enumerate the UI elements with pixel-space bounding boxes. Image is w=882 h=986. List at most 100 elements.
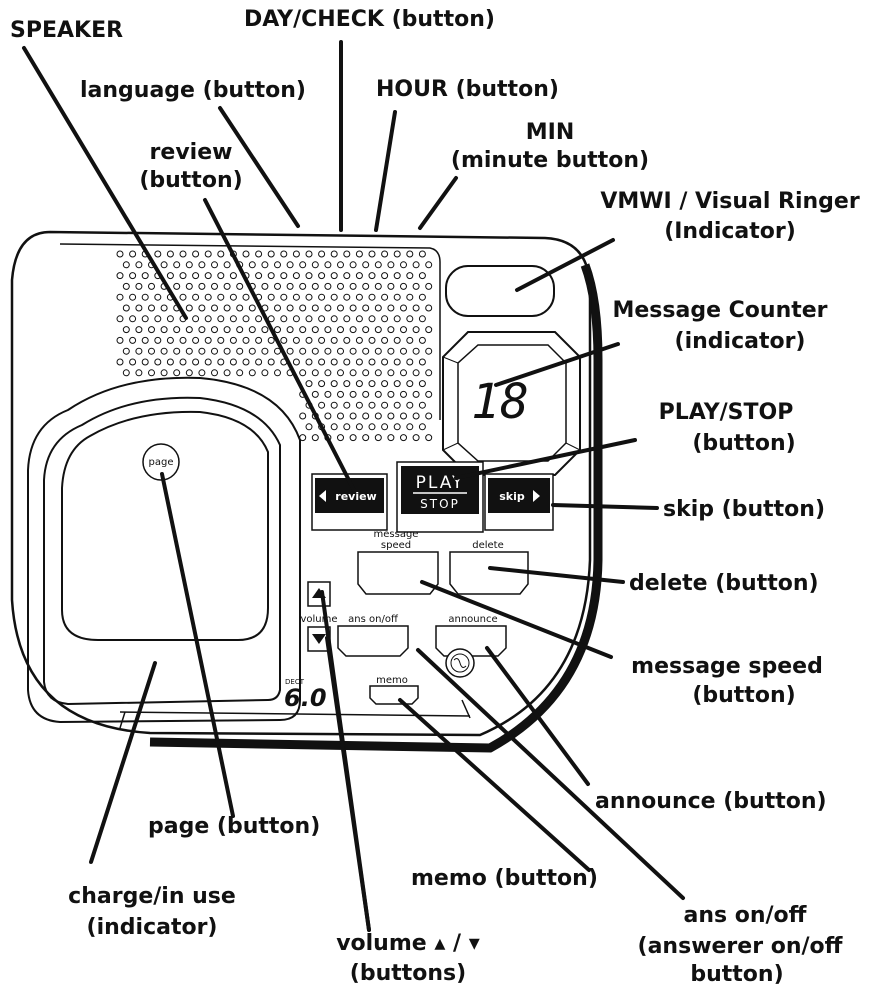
message-counter: 18 [442, 331, 581, 476]
speaker-hole [343, 336, 351, 344]
speaker-hole [337, 304, 344, 312]
speaker-hole [242, 315, 250, 323]
skip-button[interactable]: skip [484, 473, 554, 531]
page-button[interactable]: page [142, 443, 180, 481]
speaker-hole [337, 412, 344, 420]
speaker-hole [242, 336, 250, 344]
speaker-hole [185, 304, 193, 312]
speaker-hole [198, 261, 206, 269]
speaker-hole [135, 304, 143, 312]
speaker-hole [299, 304, 307, 312]
speaker-hole [185, 347, 193, 355]
speaker-hole [204, 315, 212, 323]
speaker-hole [217, 293, 225, 301]
speaker-hole [349, 434, 357, 442]
speaker-hole [305, 423, 313, 431]
speaker-hole [192, 358, 200, 366]
speaker-hole [192, 336, 200, 344]
speaker-hole [400, 261, 407, 269]
speaker-hole [148, 326, 155, 334]
speaker-hole [425, 282, 433, 290]
speaker-hole [400, 412, 407, 420]
rewind-icon [319, 490, 326, 502]
speaker-hole [400, 434, 407, 442]
speaker-hole [160, 326, 168, 334]
announce-button[interactable] [435, 625, 507, 657]
speaker-hole [299, 369, 307, 377]
ans-onoff-button[interactable] [337, 625, 409, 657]
ans-onoff-label-3: button) [690, 962, 783, 986]
speaker-hole [274, 326, 281, 334]
speaker-hole [324, 390, 332, 398]
speaker-hole [292, 358, 300, 366]
speaker-hole [211, 304, 218, 312]
review-button[interactable]: review [311, 473, 388, 531]
ans-onoff-label-2: (answerer on/off [638, 934, 844, 959]
speaker-hole [229, 336, 237, 344]
speaker-hole [368, 336, 376, 344]
speaker-hole [355, 358, 363, 366]
speaker-hole [400, 369, 407, 377]
speaker-hole [292, 272, 300, 280]
speaker-hole [274, 369, 281, 377]
speaker-hole [330, 250, 338, 258]
speaker-hole [135, 326, 143, 334]
speaker-hole [368, 358, 376, 366]
speaker-hole [406, 423, 414, 431]
speaker-hole [305, 380, 313, 388]
delete-button[interactable] [449, 551, 529, 595]
speaker-hole [368, 293, 376, 301]
speaker-hole [192, 272, 200, 280]
speaker-hole [368, 250, 376, 258]
speaker-hole [330, 401, 338, 409]
speaker-hole [242, 293, 250, 301]
leader-lines [22, 40, 685, 932]
speaker-hole [412, 434, 420, 442]
speaker-hole [318, 315, 326, 323]
speaker-hole [393, 250, 401, 258]
speaker-hole [330, 336, 338, 344]
speaker-hole [192, 250, 200, 258]
speaker-hole [349, 304, 357, 312]
speaker-hole [198, 282, 206, 290]
memo-label: memo (button) [411, 866, 598, 891]
speaker-hole [211, 369, 218, 377]
volume-up-button[interactable] [307, 581, 331, 607]
speaker-hole [223, 304, 231, 312]
hour-label: HOUR (button) [376, 77, 559, 102]
speaker-hole [286, 326, 294, 334]
speaker-hole [261, 369, 269, 377]
speaker-hole [305, 358, 313, 366]
speaker-hole [305, 336, 313, 344]
speaker-hole [400, 347, 407, 355]
speaker-hole [311, 282, 319, 290]
speaker-hole [267, 336, 275, 344]
speaker-hole [299, 261, 307, 269]
speaker-hole [425, 261, 433, 269]
play-stop-button[interactable]: PLAY STOP [396, 461, 484, 533]
speaker-hole [387, 261, 395, 269]
page-button-label: page [149, 457, 174, 468]
speaker-hole [362, 347, 370, 355]
speaker-hole [223, 326, 231, 334]
speaker-hole [248, 326, 256, 334]
ans-onoff-key-label: ans on/off [348, 614, 399, 625]
speaker-hole [343, 293, 351, 301]
vmwi-indicator [445, 265, 555, 317]
speaker-hole [280, 272, 288, 280]
speaker-hole [343, 250, 351, 258]
speaker-hole [355, 293, 363, 301]
speaker-hole [393, 336, 401, 344]
speaker-hole [337, 347, 344, 355]
message-speed-button[interactable] [357, 551, 439, 595]
speaker-hole [381, 272, 389, 280]
speaker-hole [362, 434, 370, 442]
review-button-label: review [335, 490, 376, 503]
speaker-hole [349, 326, 357, 334]
delete-label: delete (button) [629, 571, 819, 596]
speaker-hole [393, 272, 401, 280]
speaker-hole [343, 423, 351, 431]
speaker-hole [381, 293, 389, 301]
page-label: page (button) [148, 814, 320, 839]
memo-button[interactable] [369, 685, 419, 705]
